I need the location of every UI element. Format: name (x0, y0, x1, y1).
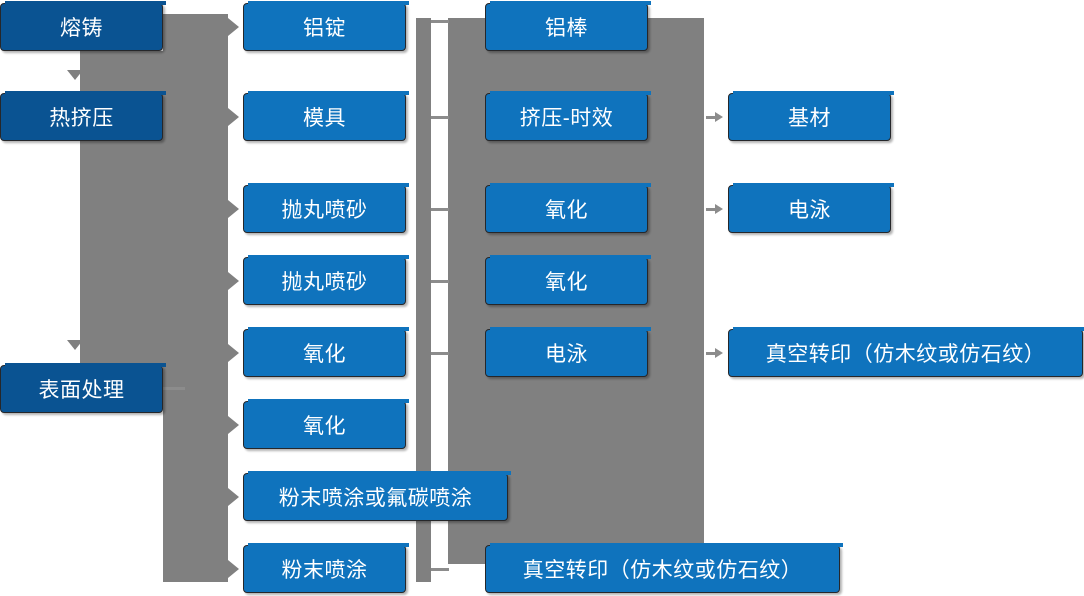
box-label: 抛丸喷砂 (281, 199, 368, 222)
connector-arrow-row-7 (228, 488, 239, 506)
box-label: 氧化 (303, 343, 346, 366)
box-label: 挤压-时效 (519, 107, 614, 130)
output-arrow-1 (706, 112, 723, 122)
output-box-base-material[interactable]: 基材 (728, 91, 894, 141)
connector-down-arrow-2 (67, 340, 83, 350)
connector-down-arrow-1 (67, 70, 83, 80)
process-box-shot-blasting-2[interactable]: 抛丸喷砂 (243, 255, 409, 305)
output-arrow-2 (706, 204, 723, 214)
output-arrow-3 (706, 348, 723, 358)
connector-link-mid-2 (431, 116, 449, 119)
connector-bar-mid (416, 18, 431, 582)
box-label: 表面处理 (38, 379, 125, 402)
box-label: 熔铸 (60, 17, 103, 40)
box-label: 真空转印（仿木纹或仿石纹） (522, 559, 803, 582)
connector-band-left-2 (80, 141, 163, 365)
box-label: 氧化 (545, 199, 588, 222)
connector-arrow-row-2 (228, 108, 239, 126)
process-box-powder-coating[interactable]: 粉末喷涂 (243, 543, 409, 593)
box-label: 粉末喷涂 (281, 559, 368, 582)
box-label: 铝棒 (545, 17, 588, 40)
output-box-electrophoresis[interactable]: 电泳 (728, 183, 894, 233)
stage-box-melting-casting[interactable]: 熔铸 (0, 1, 166, 51)
box-label: 电泳 (545, 343, 588, 366)
stage-box-hot-extrusion[interactable]: 热挤压 (0, 91, 166, 141)
process-box-aluminum-ingot[interactable]: 铝锭 (243, 1, 409, 51)
treatment-box-oxidation-2[interactable]: 氧化 (485, 255, 651, 305)
box-label: 抛丸喷砂 (281, 271, 368, 294)
treatment-box-aluminum-bar[interactable]: 铝棒 (485, 1, 651, 51)
box-label: 模具 (303, 107, 346, 130)
process-box-powder-or-fluorocarbon-coating[interactable]: 粉末喷涂或氟碳喷涂 (243, 471, 511, 521)
connector-link-mid-1 (431, 20, 449, 23)
box-label: 基材 (788, 107, 831, 130)
connector-arrow-row-5 (228, 344, 239, 362)
connector-link-mid-3 (431, 208, 449, 211)
process-box-oxidation-1[interactable]: 氧化 (243, 327, 409, 377)
connector-stub-surface (163, 387, 185, 390)
process-box-oxidation-2[interactable]: 氧化 (243, 399, 409, 449)
connector-link-mid-4 (431, 280, 449, 283)
connector-link-mid-5 (431, 352, 449, 355)
connector-trunk-left (163, 14, 228, 582)
output-box-vacuum-transfer-printing[interactable]: 真空转印（仿木纹或仿石纹） (728, 327, 1084, 377)
treatment-box-electrophoresis[interactable]: 电泳 (485, 327, 651, 377)
connector-arrow-row-8 (228, 560, 239, 578)
connector-link-mid-6 (431, 568, 449, 571)
box-label: 热挤压 (49, 107, 114, 130)
connector-arrow-row-1 (228, 18, 239, 36)
treatment-box-extrusion-aging[interactable]: 挤压-时效 (485, 91, 651, 141)
connector-arrow-row-4 (228, 272, 239, 290)
process-box-mold[interactable]: 模具 (243, 91, 409, 141)
box-label: 粉末喷涂或氟碳喷涂 (278, 487, 473, 510)
treatment-box-vacuum-transfer-printing[interactable]: 真空转印（仿木纹或仿石纹） (485, 543, 843, 593)
box-label: 真空转印（仿木纹或仿石纹） (765, 343, 1046, 366)
box-label: 氧化 (545, 271, 588, 294)
box-label: 铝锭 (303, 17, 346, 40)
stage-box-surface-treatment[interactable]: 表面处理 (0, 363, 166, 413)
treatment-box-oxidation-1[interactable]: 氧化 (485, 183, 651, 233)
process-box-shot-blasting-1[interactable]: 抛丸喷砂 (243, 183, 409, 233)
connector-arrow-row-6 (228, 416, 239, 434)
box-label: 氧化 (303, 415, 346, 438)
connector-arrow-row-3 (228, 200, 239, 218)
box-label: 电泳 (788, 199, 831, 222)
